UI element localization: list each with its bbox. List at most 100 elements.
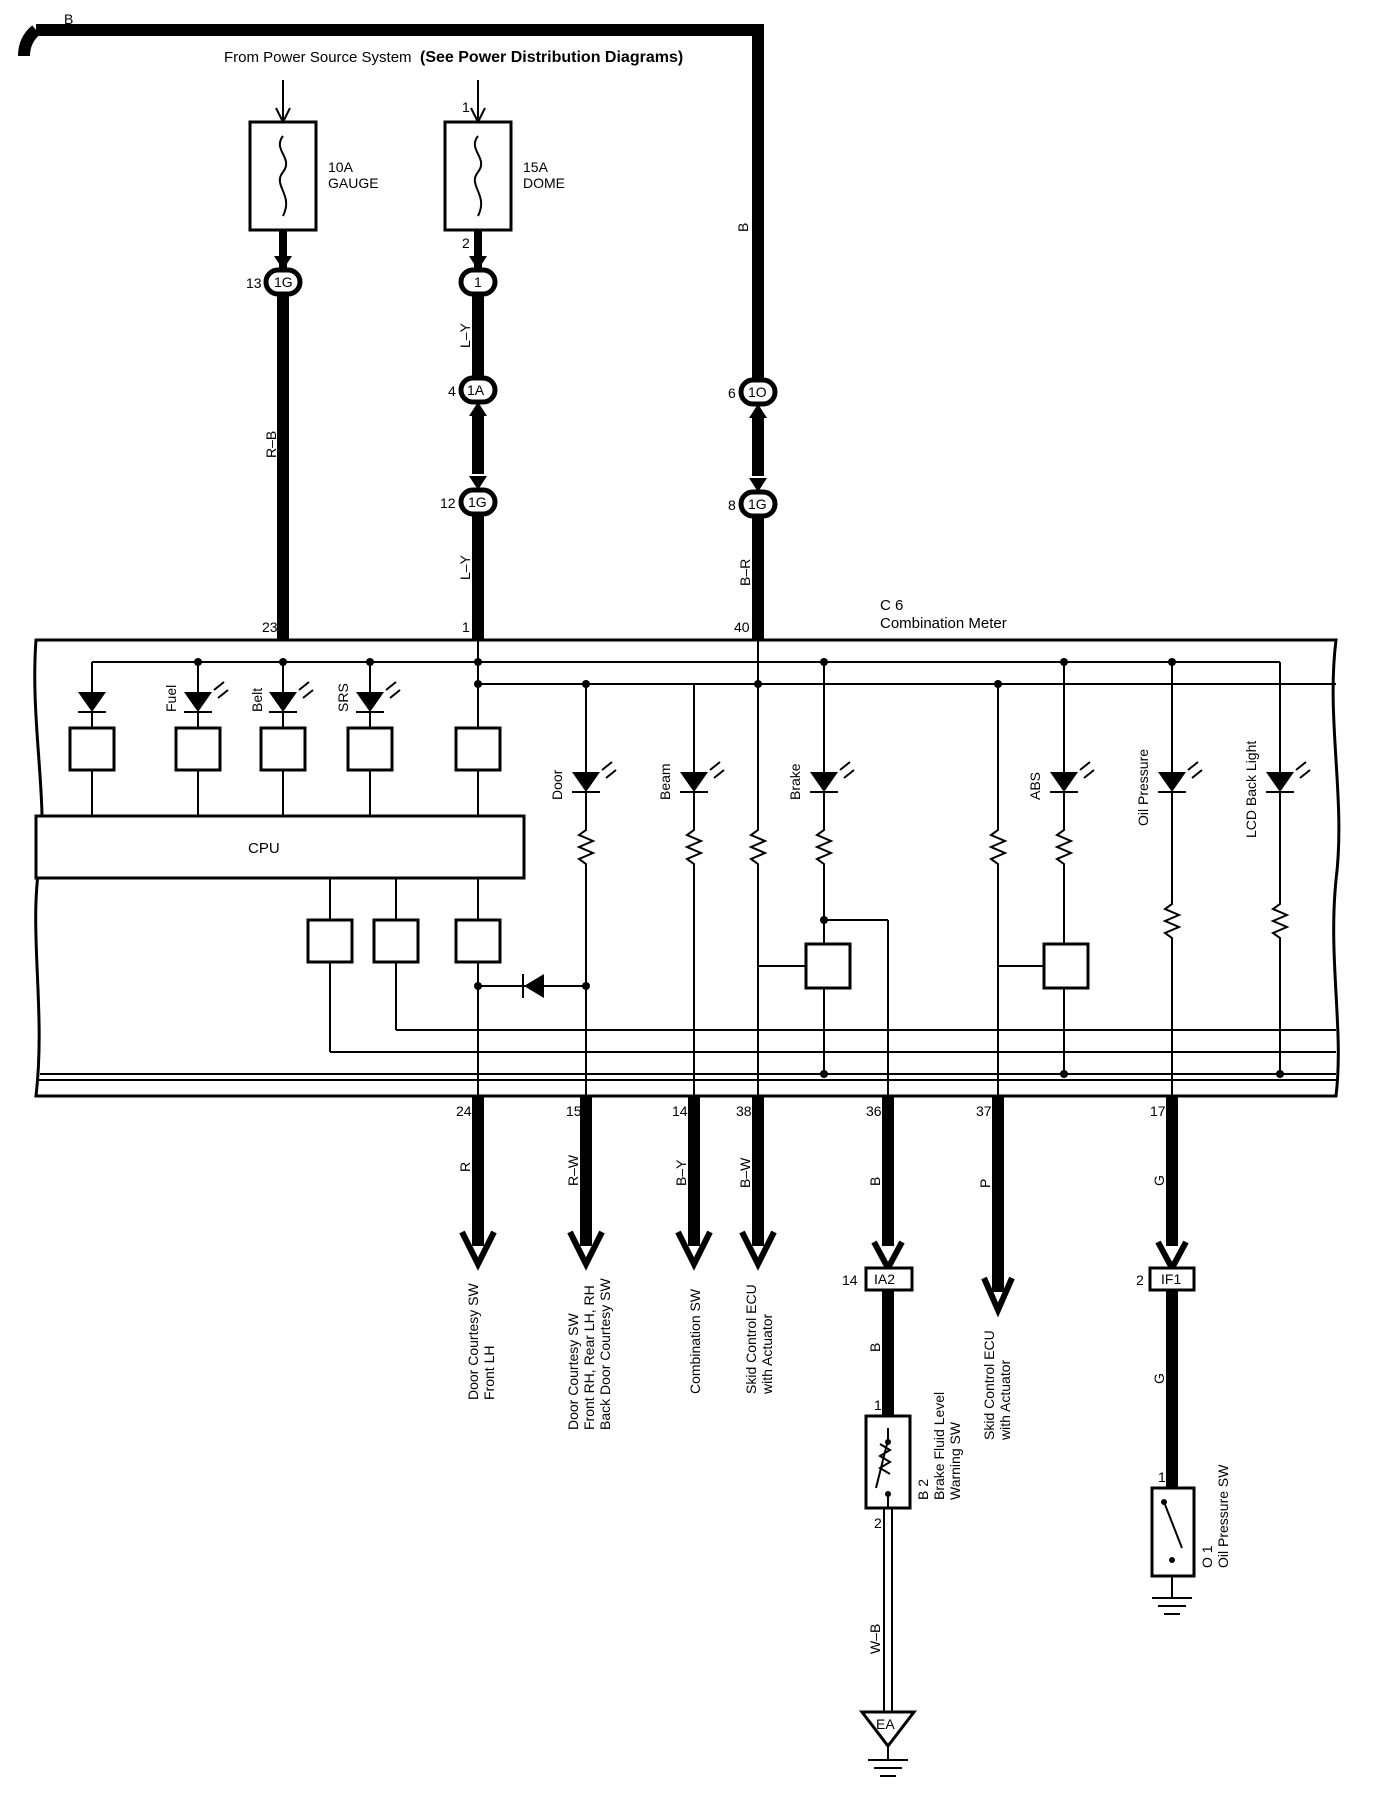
source-prefix: From Power Source System (224, 49, 412, 66)
lower-drivers (306, 878, 590, 1096)
output-wires: R Door Courtesy SW Front LH R–W Door Cou… (457, 1096, 1015, 1441)
out-36-color: B (867, 1177, 883, 1186)
brake-sw-code: B 2 (915, 1479, 931, 1500)
brake-sw-line1: Brake Fluid Level (931, 1392, 947, 1500)
fuse-gauge-rating: 10A (328, 159, 354, 175)
cpu-block (34, 814, 526, 880)
dest-15-line3: Back Door Courtesy SW (597, 1278, 613, 1430)
meter-pin-24: 24 (456, 1103, 472, 1119)
dest-38-line1: Skid Control ECU (743, 1284, 759, 1394)
driver-box-srs (346, 726, 394, 772)
indicator-door: Door (549, 769, 565, 800)
oil-sw-pin-top: 1 (1158, 1469, 1166, 1485)
connector-dome-1a-pin: 4 (448, 383, 456, 399)
fuse-dome-rating: 15A (523, 159, 549, 175)
driver-box-1 (68, 726, 116, 772)
cpu-label: CPU (248, 840, 280, 857)
connector-bus-1g-code: 1G (748, 496, 767, 512)
gauge-branch: 10A GAUGE 1G 13 R–B (246, 80, 379, 640)
oil-sw-line1: Oil Pressure SW (1215, 1464, 1231, 1568)
dest-15-line2: Front RH, Rear LH, RH (581, 1285, 597, 1430)
connector-dome-1g-pin: 12 (440, 495, 456, 511)
driver-box-dome (454, 726, 502, 772)
fuse-dome-pin-in: 1 (462, 99, 470, 115)
ground-ea-code: EA (876, 1716, 895, 1732)
fuse-gauge-name: GAUGE (328, 175, 379, 191)
dest-24-line2: Front LH (481, 1346, 497, 1400)
brake-mid-color: B (867, 1343, 883, 1352)
out-37-color: P (977, 1179, 993, 1188)
oil-circuit: G IF1 2 G 1 O 1 Oil Pressure SW (1136, 1096, 1231, 1615)
connector-dome-1g-code: 1G (468, 494, 487, 510)
diode-icon (524, 974, 544, 998)
bus-color-label: B (64, 11, 73, 27)
connector-if1-code: IF1 (1161, 1271, 1181, 1287)
meter-pin-14: 14 (672, 1103, 688, 1119)
meter-pin-37: 37 (976, 1103, 992, 1119)
oil-switch-icon (1163, 1501, 1183, 1549)
indicator-lcd: LCD Back Light (1243, 741, 1259, 838)
indicator-belt: Belt (249, 688, 265, 712)
left-indicators: Fuel Belt SRS (68, 640, 502, 816)
dest-37-line2: with Actuator (997, 1360, 1013, 1441)
meter-pin-40: 40 (734, 619, 750, 635)
fuse-dome-icon (473, 135, 483, 217)
connector-if1-pin: 2 (1136, 1272, 1144, 1288)
driver-box-fuel (174, 726, 222, 772)
out-38-color: B–W (737, 1157, 753, 1188)
indicator-srs: SRS (335, 683, 351, 712)
connector-ia2-pin: 14 (842, 1272, 858, 1288)
oil-mid-color: G (1151, 1373, 1167, 1384)
meter-pin-23: 23 (262, 619, 278, 635)
bus-vertical-color: B (735, 223, 751, 232)
abs-driver-box (1042, 942, 1090, 990)
connector-dome-1-code: 1 (474, 274, 482, 290)
junction-dots (194, 658, 1176, 688)
source-heading: From Power Source System (See Power Dist… (224, 49, 683, 66)
out-14-color: B–Y (673, 1159, 689, 1186)
dome-branch: 1 15A DOME 2 1 L–Y 1A 4 1G 12 L–Y (440, 80, 565, 640)
bus-lower-color: B–R (737, 559, 753, 586)
dest-24-line1: Door Courtesy SW (465, 1283, 481, 1400)
dome-upper-color: L–Y (457, 322, 473, 348)
connector-bus-1o-pin: 6 (728, 385, 736, 401)
dest-14-line1: Combination SW (687, 1288, 703, 1394)
meter-pin-36: 36 (866, 1103, 882, 1119)
indicator-beam: Beam (657, 763, 673, 800)
out-17-color: G (1151, 1175, 1167, 1186)
oil-sw-code: O 1 (1199, 1545, 1215, 1568)
indicator-oil: Oil Pressure (1135, 749, 1151, 826)
source-note: (See Power Distribution Diagrams) (420, 49, 683, 66)
dest-38-line2: with Actuator (759, 1314, 775, 1395)
oil-ground-icon (1152, 1597, 1192, 1615)
brake-sw-pin-top: 1 (874, 1397, 882, 1413)
ground-icon (868, 1759, 908, 1777)
brake-circuit: B IA2 14 B 1 B 2 Brake Fluid Level Warni… (842, 1096, 963, 1777)
combination-meter: C 6 Combination Meter 23 1 40 CPU (33, 597, 1341, 1119)
brake-sw-line2: Warning SW (947, 1421, 963, 1500)
ground-ea-marker (858, 1710, 918, 1749)
brake-sw-pin-bottom: 2 (874, 1515, 882, 1531)
fuse-dome-name: DOME (523, 175, 565, 191)
bus-lower-branch: 1O 6 1G 8 B–R (728, 377, 778, 640)
driver-box-belt (259, 726, 307, 772)
power-bus: B B (18, 11, 764, 392)
meter-code: C 6 (880, 597, 903, 614)
fuse-dome-pin-out: 2 (462, 235, 470, 251)
right-indicators: Door Beam Brake (549, 640, 1311, 1096)
meter-pin-17: 17 (1150, 1103, 1166, 1119)
connector-bus-1g-pin: 8 (728, 497, 736, 513)
indicator-abs: ABS (1027, 772, 1043, 800)
dome-lower-color: L–Y (457, 554, 473, 580)
connector-gauge-1g-code: 1G (274, 274, 293, 290)
out-15-color: R–W (565, 1154, 581, 1186)
gauge-wire-color: R–B (263, 431, 279, 458)
out-24-color: R (457, 1162, 473, 1172)
dest-15-line1: Door Courtesy SW (565, 1313, 581, 1430)
brake-driver-box (804, 942, 852, 990)
indicator-brake: Brake (787, 763, 803, 800)
connector-bus-1o-code: 1O (748, 384, 767, 400)
fuse-gauge-icon (278, 135, 288, 217)
connector-ia2-code: IA2 (874, 1271, 895, 1287)
